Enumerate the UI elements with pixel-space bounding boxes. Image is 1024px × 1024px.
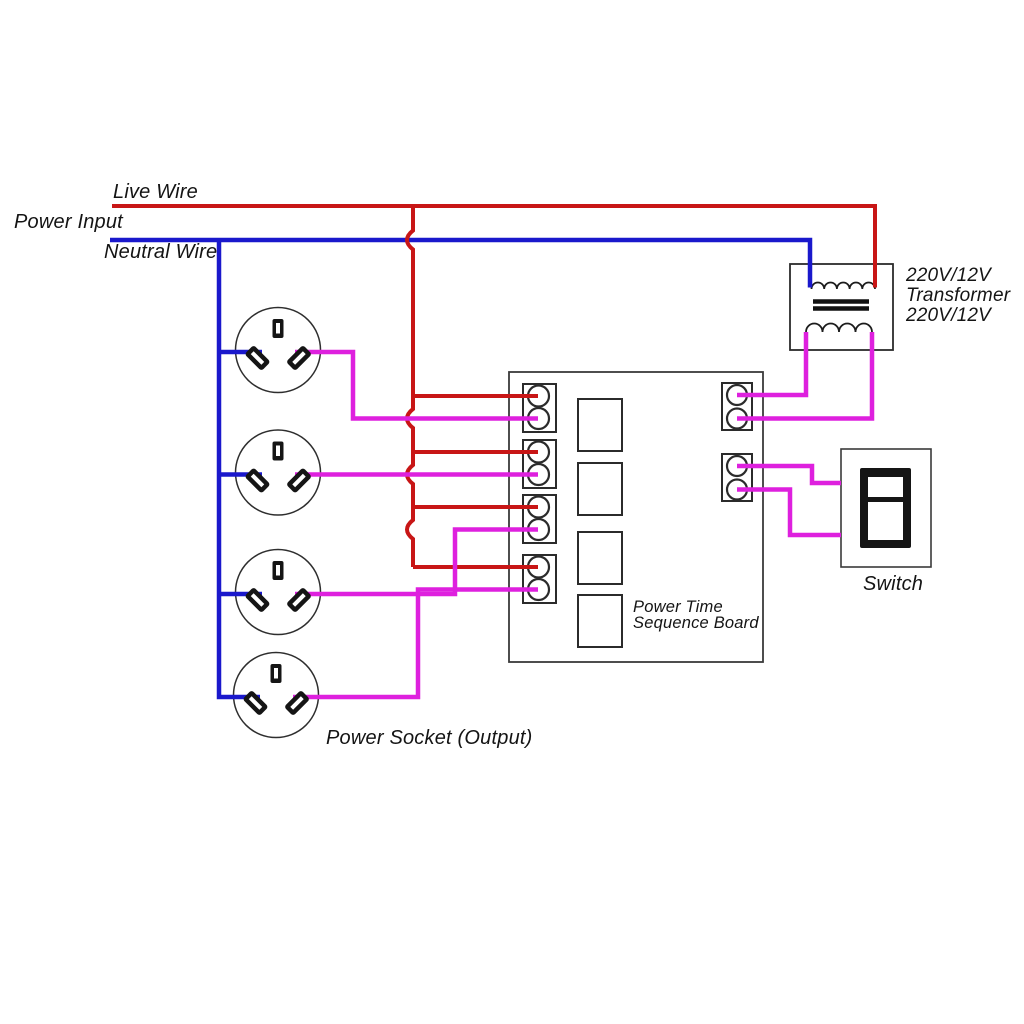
switch-wire-1 xyxy=(737,463,841,486)
relay-3 xyxy=(577,531,623,585)
transformer-output-wire-2 xyxy=(737,332,875,421)
transformer-output-wire-1 xyxy=(737,332,809,398)
input-terminal-block-1 xyxy=(521,382,558,434)
secondary-wires xyxy=(293,332,875,700)
input-terminal-block-4 xyxy=(521,553,558,605)
transformer-terminal-block xyxy=(720,381,754,432)
transformer-label-line1: 220V/12V xyxy=(906,265,992,286)
transformer-primary-coil xyxy=(810,281,876,290)
transformer-secondary-coil xyxy=(805,322,873,333)
switch-rocker-bottom-window xyxy=(868,502,903,540)
board-label: Power Time Sequence Board xyxy=(633,598,759,632)
socket-1-return-wire xyxy=(295,349,538,421)
switch-rocker-top-window xyxy=(868,477,903,497)
transformer-label-line2: Transformer xyxy=(906,285,1011,306)
live-wires xyxy=(112,204,877,569)
relay-1 xyxy=(577,398,623,452)
power-time-sequence-board xyxy=(508,371,764,663)
power-socket-output-label: Power Socket (Output) xyxy=(326,727,533,749)
switch-terminal-block xyxy=(720,452,754,503)
relay-2 xyxy=(577,462,623,516)
relay-4 xyxy=(577,594,623,648)
socket-4-return-wire xyxy=(293,587,538,700)
board-label-line2: Sequence Board xyxy=(633,614,759,632)
live-wire-bus xyxy=(405,206,415,567)
neutral-wire-label: Neutral Wire xyxy=(104,241,218,263)
input-terminal-block-2 xyxy=(521,438,558,490)
switch-wire-2 xyxy=(737,487,841,538)
transformer-label: 220V/12V Transformer 220V/12V xyxy=(906,266,1010,326)
live-wire-main xyxy=(112,204,877,288)
live-wire-label: Live Wire xyxy=(113,181,198,203)
transformer-label-line3: 220V/12V xyxy=(906,305,992,326)
switch xyxy=(840,448,932,568)
power-input-label: Power Input xyxy=(14,211,123,233)
input-terminal-block-3 xyxy=(521,493,558,545)
neutral-wire-main xyxy=(110,237,813,288)
socket-3-return-wire xyxy=(295,527,538,597)
switch-label: Switch xyxy=(863,573,924,595)
board-label-line1: Power Time xyxy=(633,598,723,616)
